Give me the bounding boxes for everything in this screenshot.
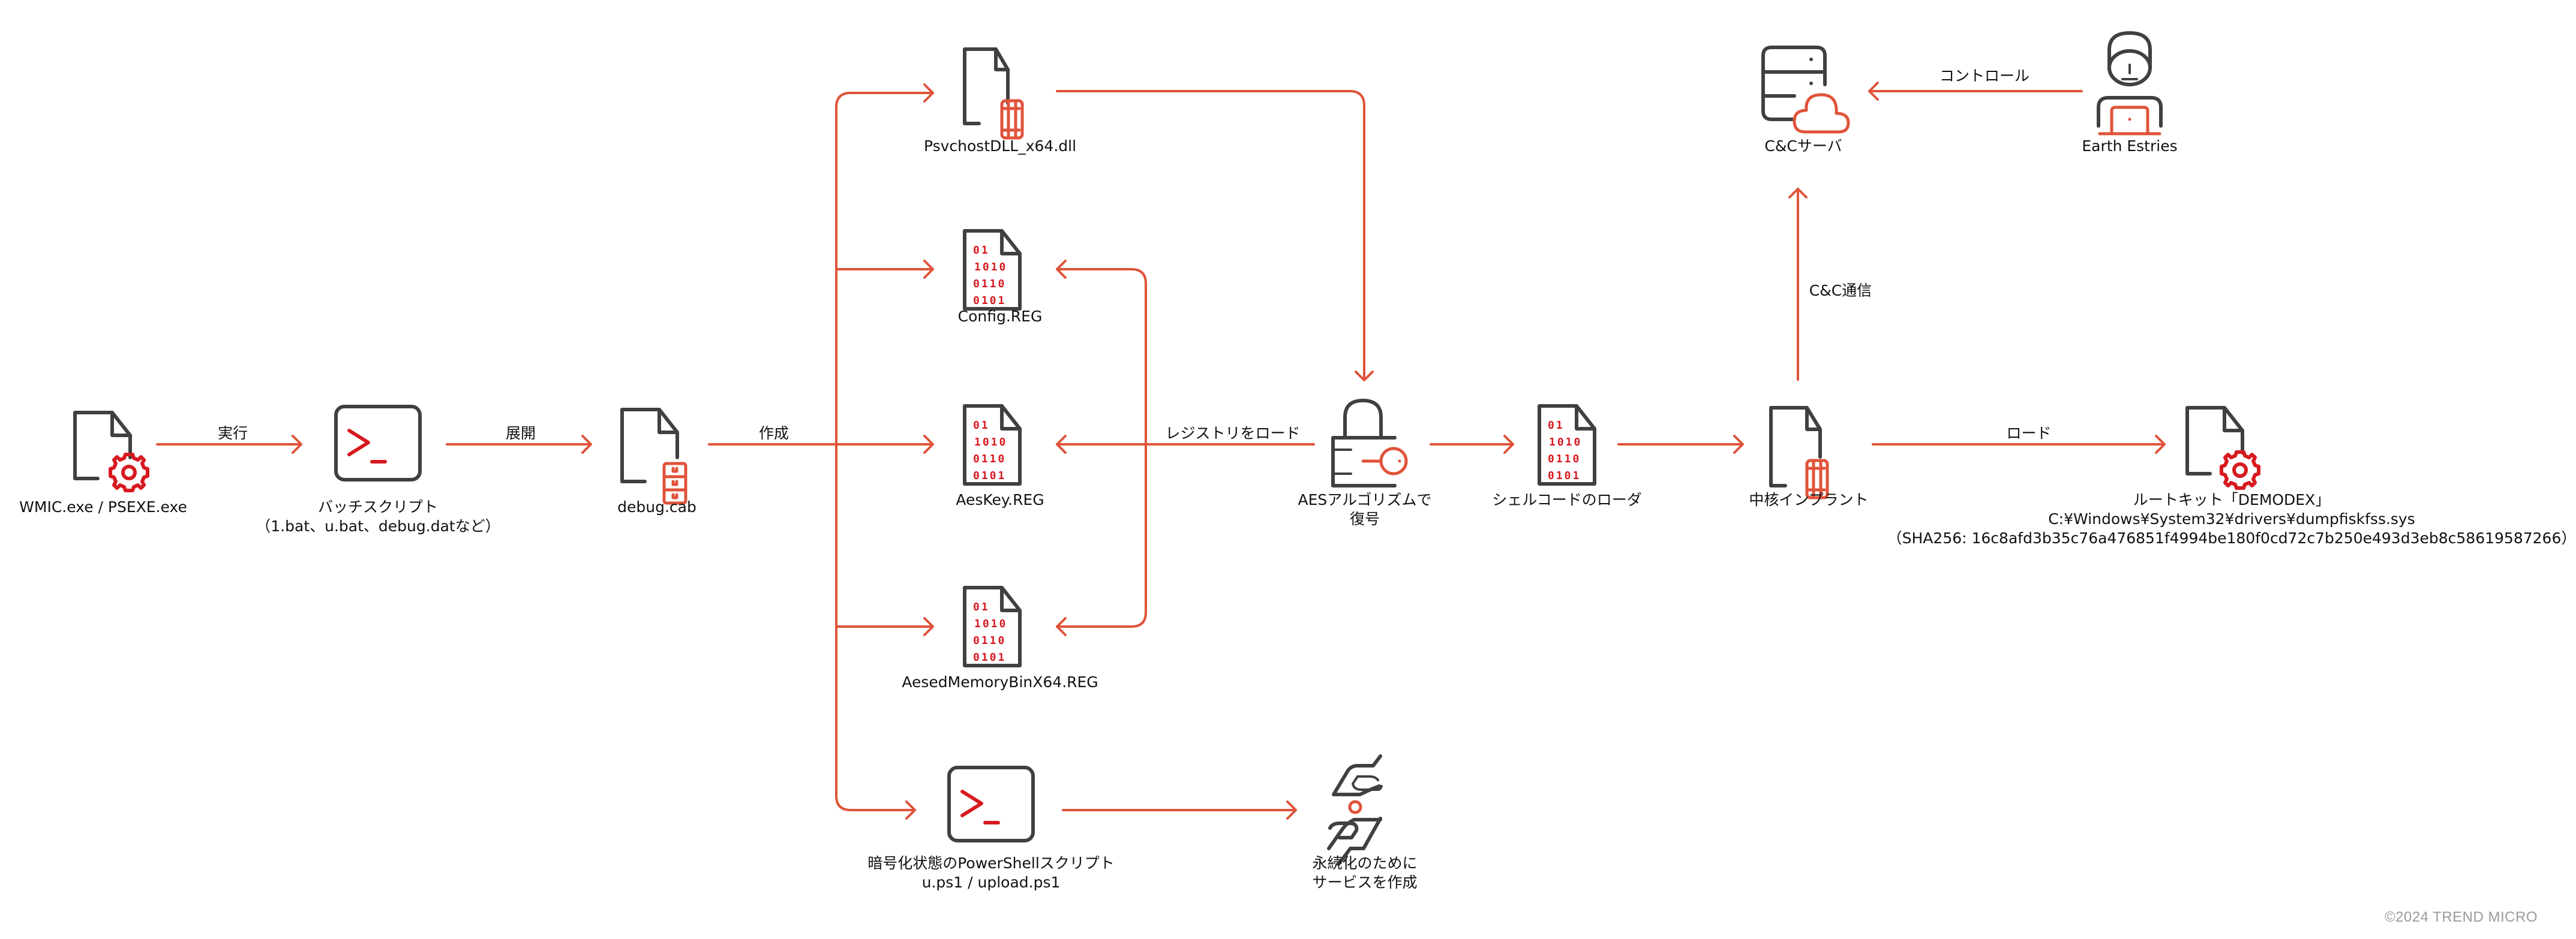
binary-digits: 01: [973, 244, 990, 257]
arrow-load-registry: [1056, 260, 1315, 636]
binary-digits: 0101: [973, 294, 1006, 307]
node-label-core-implant: 中核インプラント: [1749, 490, 1868, 510]
binary-file-icon: 01 1010 0110 0101: [965, 231, 1020, 309]
executable-file-gear-icon: [75, 413, 148, 490]
lock-key-icon: [1331, 399, 1408, 487]
copyright-notice: ©2024 TREND MICRO: [2384, 909, 2538, 925]
arrow-decrypt-to-loader: [1430, 435, 1514, 454]
binary-file-icon: 01 1010 0110 0101: [1539, 406, 1595, 484]
label-line: C:¥Windows¥System32¥drivers¥dumpfiskfss.…: [2048, 510, 2415, 528]
arrow-to-powershell: [849, 800, 916, 820]
binary-digits: 01: [973, 601, 990, 613]
label-line: Earth Estries: [2082, 137, 2178, 155]
label-line: PsvchostDLL_x64.dll: [923, 137, 1077, 155]
node-label-shellcode-loader: シェルコードのローダ: [1492, 490, 1642, 510]
arrow-extract: [446, 435, 592, 454]
arrow-create-trunk: [708, 92, 852, 811]
node-label-rootkit: ルートキット「DEMODEX」 C:¥Windows¥System32¥driv…: [1887, 490, 2576, 548]
arrow-to-config: [835, 260, 934, 279]
node-label-psvchost-dll: PsvchostDLL_x64.dll: [924, 137, 1076, 156]
label-line: バッチスクリプト: [317, 498, 438, 516]
label-line: （SHA256: 16c8afd3b35c76a476851f4994be180…: [1887, 529, 2576, 547]
label-line: 暗号化状態のPowerShellスクリプト: [867, 854, 1115, 872]
binary-digits: 1010: [1549, 436, 1582, 449]
binary-digits: 0101: [1548, 469, 1581, 482]
arrow-to-dll: [849, 83, 934, 103]
hacker-laptop-icon: [2097, 31, 2163, 136]
binary-digits: 0110: [973, 453, 1006, 465]
arrow-loader-to-implant: [1617, 435, 1744, 454]
edge-label-load: ロード: [2006, 425, 2052, 442]
arrow-dll-to-decrypt: [1056, 90, 1374, 381]
node-label-service: 永続化のために サービスを作成: [1312, 854, 1417, 892]
arrow-powershell-to-service: [1062, 800, 1297, 820]
dll-file-icon: [1769, 406, 1827, 498]
label-line: 復号: [1349, 510, 1380, 528]
arrow-execute: [156, 435, 302, 454]
label-line: （1.bat、u.bat、debug.datなど）: [256, 517, 500, 535]
node-label-earth-estries: Earth Estries: [2082, 137, 2177, 156]
label-line: C&Cサーバ: [1764, 137, 1842, 155]
label-line: debug.cab: [617, 498, 696, 516]
label-line: シェルコードのローダ: [1492, 491, 1642, 508]
label-line: 永続化のために: [1312, 854, 1418, 872]
edge-label-extract: 展開: [505, 425, 536, 442]
node-label-config-reg: Config.REG: [958, 307, 1043, 326]
binary-digits: 0110: [1548, 453, 1581, 465]
archive-file-icon: [620, 408, 687, 505]
arrow-load: [1872, 435, 2166, 454]
arrow-cc-communication: [1788, 188, 1808, 381]
label-line: Config.REG: [957, 308, 1043, 325]
edge-label-control: コントロール: [1939, 67, 2030, 85]
arrow-to-aesed: [835, 617, 934, 636]
binary-digits: 01: [973, 419, 990, 432]
node-label-aesed-reg: AesedMemoryBinX64.REG: [902, 673, 1098, 692]
label-line: u.ps1 / upload.ps1: [921, 874, 1061, 891]
label-line: WMIC.exe / PSEXE.exe: [19, 498, 187, 516]
server-cloud-icon: [1761, 46, 1850, 134]
edge-label-load-registry: レジストリをロード: [1165, 425, 1301, 442]
binary-file-icon: 01 1010 0110 0101: [965, 588, 1020, 666]
hands-protect-icon: [1327, 754, 1383, 866]
label-line: 中核インプラント: [1749, 491, 1869, 508]
node-label-aes-decrypt: AESアルゴリズムで 復号: [1298, 490, 1431, 529]
node-label-debug-cab: debug.cab: [617, 498, 696, 517]
binary-digits: 0110: [973, 634, 1006, 647]
arrow-control: [1868, 82, 2083, 101]
edge-label-create: 作成: [758, 425, 789, 442]
terminal-icon: [336, 407, 420, 480]
binary-file-icon: 01 1010 0110 0101: [965, 406, 1020, 484]
executable-file-gear-icon: [2187, 408, 2259, 488]
binary-digits: 1010: [974, 436, 1007, 449]
arrow-to-aeskey: [835, 435, 934, 454]
terminal-icon: [949, 768, 1033, 841]
binary-digits: 01: [1548, 419, 1565, 432]
binary-digits: 1010: [974, 261, 1007, 273]
binary-digits: 0110: [973, 278, 1006, 290]
dll-file-icon: [963, 47, 1022, 138]
binary-digits: 0101: [973, 469, 1006, 482]
edge-label-cc-communication: C&C通信: [1809, 282, 1872, 299]
binary-digits: 1010: [974, 618, 1007, 630]
label-line: サービスを作成: [1312, 874, 1418, 891]
label-line: AesKey.REG: [956, 491, 1044, 508]
edge-label-execute: 実行: [217, 425, 248, 442]
node-label-batch: バッチスクリプト （1.bat、u.bat、debug.datなど）: [256, 498, 500, 536]
label-line: AESアルゴリズムで: [1298, 491, 1432, 508]
node-label-wmic: WMIC.exe / PSEXE.exe: [19, 498, 187, 517]
node-label-cc-server: C&Cサーバ: [1764, 137, 1842, 156]
node-label-powershell: 暗号化状態のPowerShellスクリプト u.ps1 / upload.ps1: [867, 854, 1115, 892]
label-line: AesedMemoryBinX64.REG: [902, 673, 1098, 691]
connectors: [156, 82, 2166, 820]
label-line: ルートキット「DEMODEX」: [2133, 491, 2331, 508]
binary-digits: 0101: [973, 651, 1006, 664]
node-label-aeskey-reg: AesKey.REG: [956, 490, 1044, 510]
